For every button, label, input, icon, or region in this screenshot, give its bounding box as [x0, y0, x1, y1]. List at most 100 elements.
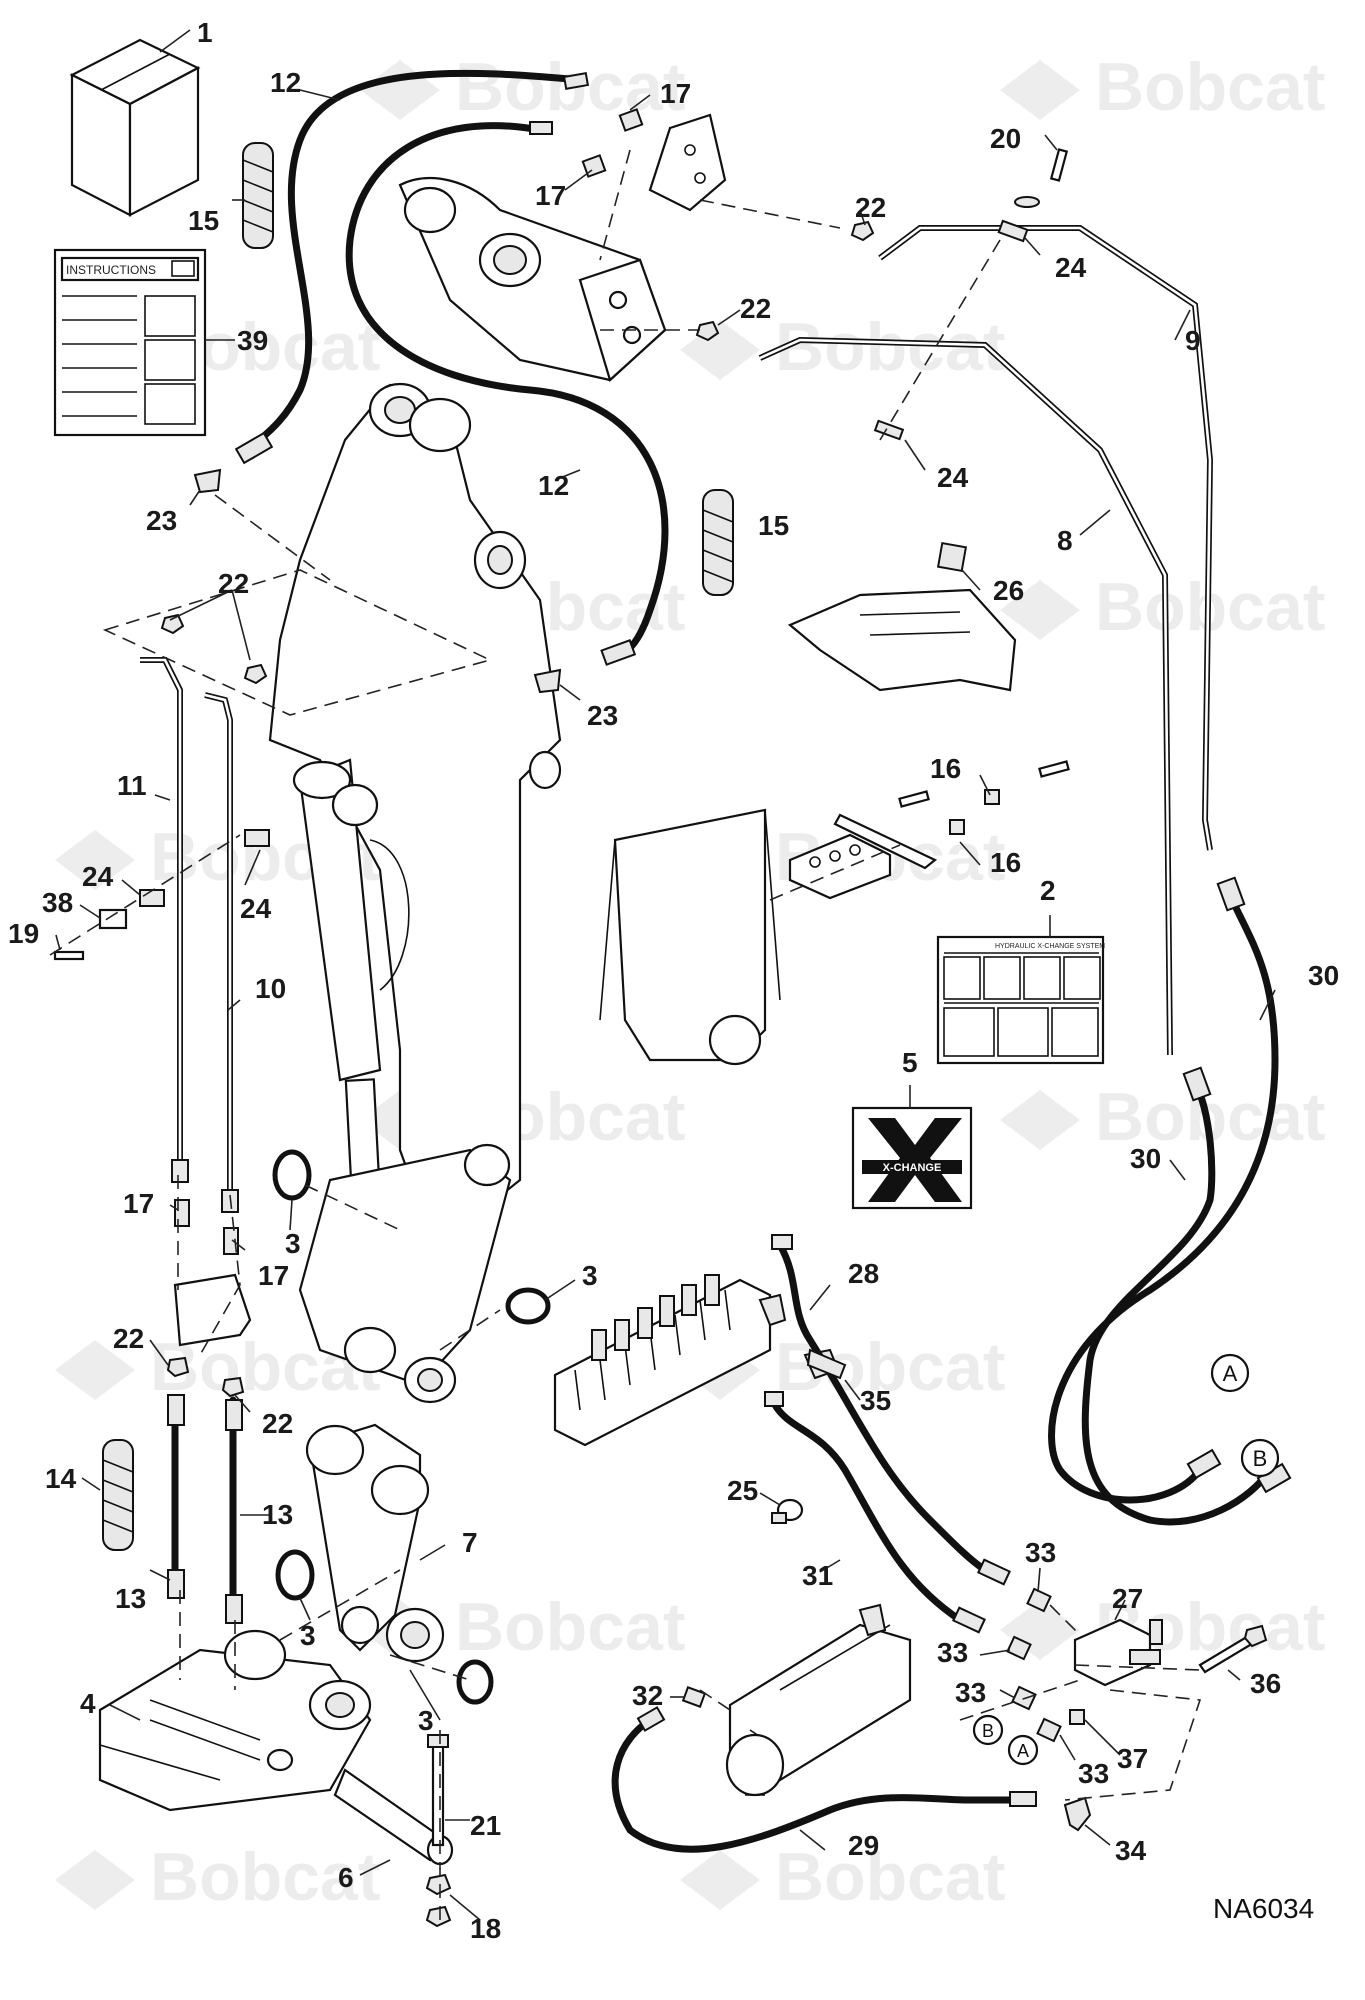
svg-text:INSTRUCTIONS: INSTRUCTIONS — [66, 263, 156, 277]
callout-15: 15 — [188, 205, 219, 236]
callout-17: 17 — [660, 78, 691, 109]
bolt-21 — [427, 1734, 449, 1847]
callout-13: 13 — [115, 1583, 146, 1614]
nut-22-lower — [160, 613, 268, 1398]
callout-37: 37 — [1117, 1743, 1148, 1774]
callout-23: 23 — [146, 505, 177, 536]
callout-22: 22 — [740, 293, 771, 324]
connection-marker-a-lower: A — [1007, 1734, 1039, 1766]
console-switch-panel — [787, 541, 1017, 692]
svg-text:B: B — [1253, 1446, 1268, 1471]
connection-marker-a: A — [1210, 1353, 1250, 1393]
callout-24: 24 — [1055, 252, 1087, 283]
callout-26: 26 — [993, 575, 1024, 606]
callout-36: 36 — [1250, 1668, 1281, 1699]
callout-31: 31 — [802, 1560, 833, 1591]
hose-sleeve-14 — [102, 1439, 134, 1551]
steel-tube-9 — [878, 225, 1214, 851]
callout-1: 1 — [197, 17, 213, 48]
svg-text:B: B — [982, 1721, 994, 1741]
hydraulic-hose-12 — [234, 69, 669, 666]
hydraulic-hose-29 — [611, 1706, 1037, 1853]
callout-14: 14 — [45, 1463, 77, 1494]
callout-7: 7 — [462, 1527, 478, 1558]
hydraulic-hose-31 — [764, 1391, 986, 1634]
callout-3: 3 — [582, 1260, 598, 1291]
callout-10: 10 — [255, 973, 286, 1004]
svg-text:A: A — [1017, 1741, 1029, 1761]
callout-18: 18 — [470, 1913, 501, 1944]
callout-22: 22 — [218, 568, 249, 599]
callout-16: 16 — [930, 753, 961, 784]
callout-19: 19 — [8, 918, 39, 949]
hose-sleeve-mid — [702, 489, 734, 596]
callout-9: 9 — [1185, 325, 1201, 356]
svg-text:Bobcat: Bobcat — [455, 1589, 685, 1665]
o-ring-3 — [272, 1149, 551, 1705]
callout-22: 22 — [262, 1408, 293, 1439]
callout-6: 6 — [338, 1862, 354, 1893]
callout-17: 17 — [535, 180, 566, 211]
callout-24: 24 — [937, 462, 969, 493]
fitting-37 — [1069, 1709, 1085, 1725]
steel-tube-8 — [758, 336, 1173, 1056]
boom-top-bracket — [398, 177, 667, 382]
svg-text:HYDRAULIC X-CHANGE SYSTEM: HYDRAULIC X-CHANGE SYSTEM — [995, 943, 1105, 950]
nut-18 — [425, 1873, 452, 1928]
dipper-arm-section — [599, 808, 781, 1066]
link-7 — [305, 1423, 445, 1663]
svg-text:A: A — [1223, 1361, 1238, 1386]
hydraulic-hose-30 — [1048, 876, 1292, 1526]
callout-24: 24 — [240, 893, 272, 924]
callout-27: 27 — [1112, 1583, 1143, 1614]
steel-tube-10 — [204, 692, 239, 1213]
hydraulic-hose-28 — [771, 1234, 1011, 1586]
callout-3: 3 — [418, 1705, 434, 1736]
steel-tube-11 — [140, 657, 189, 1183]
callout-16: 16 — [990, 847, 1021, 878]
hydraulic-decal: HYDRAULIC X-CHANGE SYSTEM — [936, 935, 1105, 1065]
callout-21: 21 — [470, 1810, 501, 1841]
callout-25: 25 — [727, 1475, 758, 1506]
callout-23: 23 — [587, 700, 618, 731]
callout-30: 30 — [1308, 960, 1339, 991]
connection-marker-b-lower: B — [972, 1714, 1004, 1746]
callout-33: 33 — [1078, 1758, 1109, 1789]
connection-marker-b: B — [1240, 1438, 1280, 1478]
callout-22: 22 — [113, 1323, 144, 1354]
callout-22: 22 — [855, 192, 886, 223]
callout-12: 12 — [270, 67, 301, 98]
callout-34: 34 — [1115, 1835, 1147, 1866]
hydraulic-hose-13 — [167, 1394, 243, 1624]
callout-20: 20 — [990, 123, 1021, 154]
leader-lines — [55, 29, 1276, 1921]
callout-33: 33 — [955, 1677, 986, 1708]
callout-13: 13 — [262, 1499, 293, 1530]
mounting-plate-upper — [648, 113, 727, 212]
x-change-decal: X-CHANGE — [851, 1106, 973, 1210]
assembly-lines — [49, 149, 1202, 1920]
mounting-plate-lower — [173, 1273, 252, 1347]
callout-28: 28 — [848, 1258, 879, 1289]
callout-numbers: 1 12 17 17 15 20 22 24 22 39 9 24 12 23 … — [8, 17, 1339, 1944]
callout-15: 15 — [758, 510, 789, 541]
callout-17: 17 — [258, 1260, 289, 1291]
fitting-33 — [1006, 1587, 1062, 1743]
hose-sleeve-left — [242, 142, 274, 249]
callout-11: 11 — [117, 770, 147, 801]
callout-2: 2 — [1040, 875, 1056, 906]
callout-29: 29 — [848, 1830, 879, 1861]
callout-8: 8 — [1057, 525, 1073, 556]
callout-3: 3 — [285, 1228, 301, 1259]
instructions-card: INSTRUCTIONS — [53, 248, 207, 437]
callout-33: 33 — [937, 1637, 968, 1668]
svg-text:Bobcat: Bobcat — [150, 1839, 380, 1915]
boom-linkage-lower — [298, 1143, 512, 1404]
hose-clamp-25 — [771, 1498, 804, 1524]
callout-30: 30 — [1130, 1143, 1161, 1174]
fitting-32 — [681, 1686, 707, 1708]
svg-text:X-CHANGE: X-CHANGE — [883, 1162, 942, 1174]
callout-12: 12 — [538, 470, 569, 501]
bracket-16 — [788, 760, 1070, 900]
